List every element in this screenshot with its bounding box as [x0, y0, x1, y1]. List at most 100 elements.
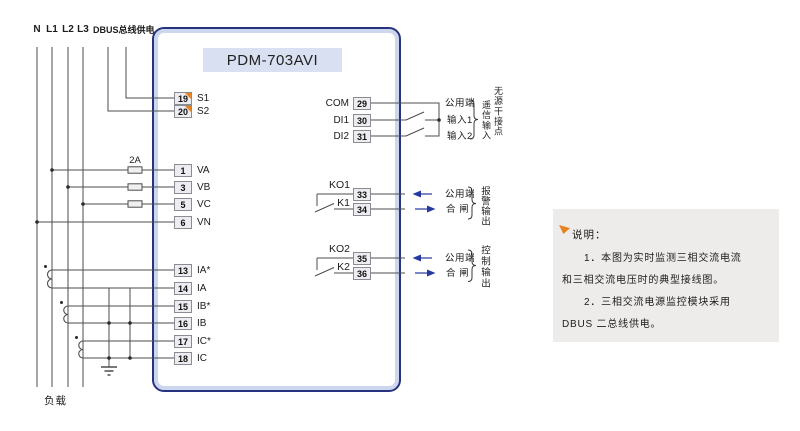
terminal-33: 33	[353, 188, 371, 201]
terminal-5: 5	[174, 198, 192, 211]
junction-dots	[35, 118, 441, 360]
device-title: PDM-703AVI	[203, 48, 342, 72]
output-wires	[371, 193, 405, 274]
terminal-20: 20	[174, 105, 192, 118]
di-wires	[371, 102, 440, 137]
terminal-16: 16	[174, 317, 192, 330]
return-wires	[108, 288, 131, 367]
terminal-35-num: 35	[356, 253, 367, 264]
note-line-3: 2．三相交流电源监控模块采用	[584, 297, 731, 308]
terminal-13: 13	[174, 264, 192, 277]
relay-k2-label: K2	[337, 261, 350, 273]
terminal-13-label: IA*	[197, 265, 211, 276]
terminal-29-label: COM	[325, 98, 349, 109]
terminal-13-num: 13	[177, 265, 188, 276]
terminal-14-label: IA	[197, 283, 207, 294]
note-line-1: 1．本图为实时监测三相交流电流	[584, 253, 742, 264]
note-line-2: 和三相交流电压时的典型接线图。	[562, 275, 724, 286]
terminal-6: 6	[174, 216, 192, 229]
terminal-31-num: 31	[356, 131, 367, 142]
di-switch-icon	[405, 111, 425, 137]
relay-ko1-label: KO1	[328, 179, 350, 191]
flow-arrow-icons	[412, 190, 436, 277]
terminal-20-label: S2	[197, 106, 210, 117]
terminal-1-num: 1	[180, 165, 186, 176]
terminal-36-num: 36	[356, 268, 367, 279]
terminal-14-num: 14	[177, 283, 188, 294]
terminal-19-num: 19	[177, 93, 188, 104]
terminal-5-label: VC	[197, 199, 211, 210]
terminal-20-num: 20	[177, 106, 188, 117]
terminal-19: 19	[174, 92, 192, 105]
terminal-14: 14	[174, 282, 192, 295]
control-group-label: 控制输出	[479, 245, 490, 289]
terminal-15-label: IB*	[197, 301, 211, 312]
alarm-close-label: 合 闸	[446, 204, 470, 215]
control-close-label: 合 闸	[446, 268, 470, 279]
terminal-33-num: 33	[356, 189, 367, 200]
terminal-30-label: DI1	[333, 115, 349, 126]
terminal-18-label: IC	[197, 353, 207, 364]
terminal-5-num: 5	[180, 199, 186, 210]
terminal-6-num: 6	[180, 217, 186, 228]
terminal-29: 29	[353, 97, 371, 110]
ground-icon	[101, 366, 117, 376]
terminal-3: 3	[174, 181, 192, 194]
terminal-3-label: VB	[197, 182, 211, 193]
terminal-29-num: 29	[356, 98, 367, 109]
ct-polarity-dots	[44, 265, 78, 339]
voltage-wires	[37, 169, 174, 223]
ct-wires	[52, 269, 174, 359]
label-dbus-supply: DBUS总线供电	[93, 25, 155, 35]
terminal-34: 34	[353, 203, 371, 216]
label-phase-l2: L2	[62, 24, 74, 35]
di-input2-label: 输入2	[447, 131, 473, 142]
terminal-18: 18	[174, 352, 192, 365]
alarm-group-label: 报警输出	[479, 186, 490, 227]
label-phase-n: N	[33, 24, 41, 35]
orange-corner-icon	[185, 93, 191, 99]
terminal-30-num: 30	[356, 115, 367, 126]
terminal-19-label: S1	[197, 93, 210, 104]
terminal-35: 35	[353, 252, 371, 265]
di-common-label: 公用端	[445, 98, 476, 109]
terminal-31: 31	[353, 130, 371, 143]
di-group-inner-label: 遥信输入	[481, 100, 491, 141]
ct-coil-icon	[46, 269, 84, 359]
terminal-31-label: DI2	[333, 131, 349, 142]
terminal-17-label: IC*	[197, 336, 211, 347]
terminal-30: 30	[353, 114, 371, 127]
load-label: 负载	[44, 395, 67, 407]
terminal-18-num: 18	[177, 353, 188, 364]
note-marker-icon	[559, 225, 570, 234]
terminal-1: 1	[174, 164, 192, 177]
terminal-6-label: VN	[197, 217, 211, 228]
terminal-15: 15	[174, 300, 192, 313]
dbus-wires	[107, 47, 174, 112]
label-phase-l3: L3	[77, 24, 89, 35]
relay-ko1-icon	[314, 193, 353, 213]
brace-icons	[467, 99, 479, 282]
terminal-17-num: 17	[177, 336, 188, 347]
terminal-16-num: 16	[177, 318, 188, 329]
terminal-34-num: 34	[356, 204, 367, 215]
relay-k1-label: K1	[337, 197, 350, 209]
control-common-label: 公用端	[445, 253, 476, 264]
fuse-icons	[127, 166, 143, 208]
alarm-common-label: 公用端	[445, 189, 476, 200]
terminal-36: 36	[353, 267, 371, 280]
di-input1-label: 输入1	[447, 115, 473, 126]
label-phase-l1: L1	[46, 24, 58, 35]
fuse-rating-label: 2A	[129, 155, 141, 166]
terminal-17: 17	[174, 335, 192, 348]
phase-lines	[36, 47, 84, 387]
terminal-15-num: 15	[177, 301, 188, 312]
note-box: 说明： 1．本图为实时监测三相交流电流 和三相交流电压时的典型接线图。 2．三相…	[553, 209, 779, 342]
terminal-16-label: IB	[197, 318, 207, 329]
terminal-3-num: 3	[180, 182, 186, 193]
note-title: 说明：	[572, 229, 607, 241]
terminal-1-label: VA	[197, 165, 210, 176]
relay-ko2-icon	[314, 257, 353, 277]
